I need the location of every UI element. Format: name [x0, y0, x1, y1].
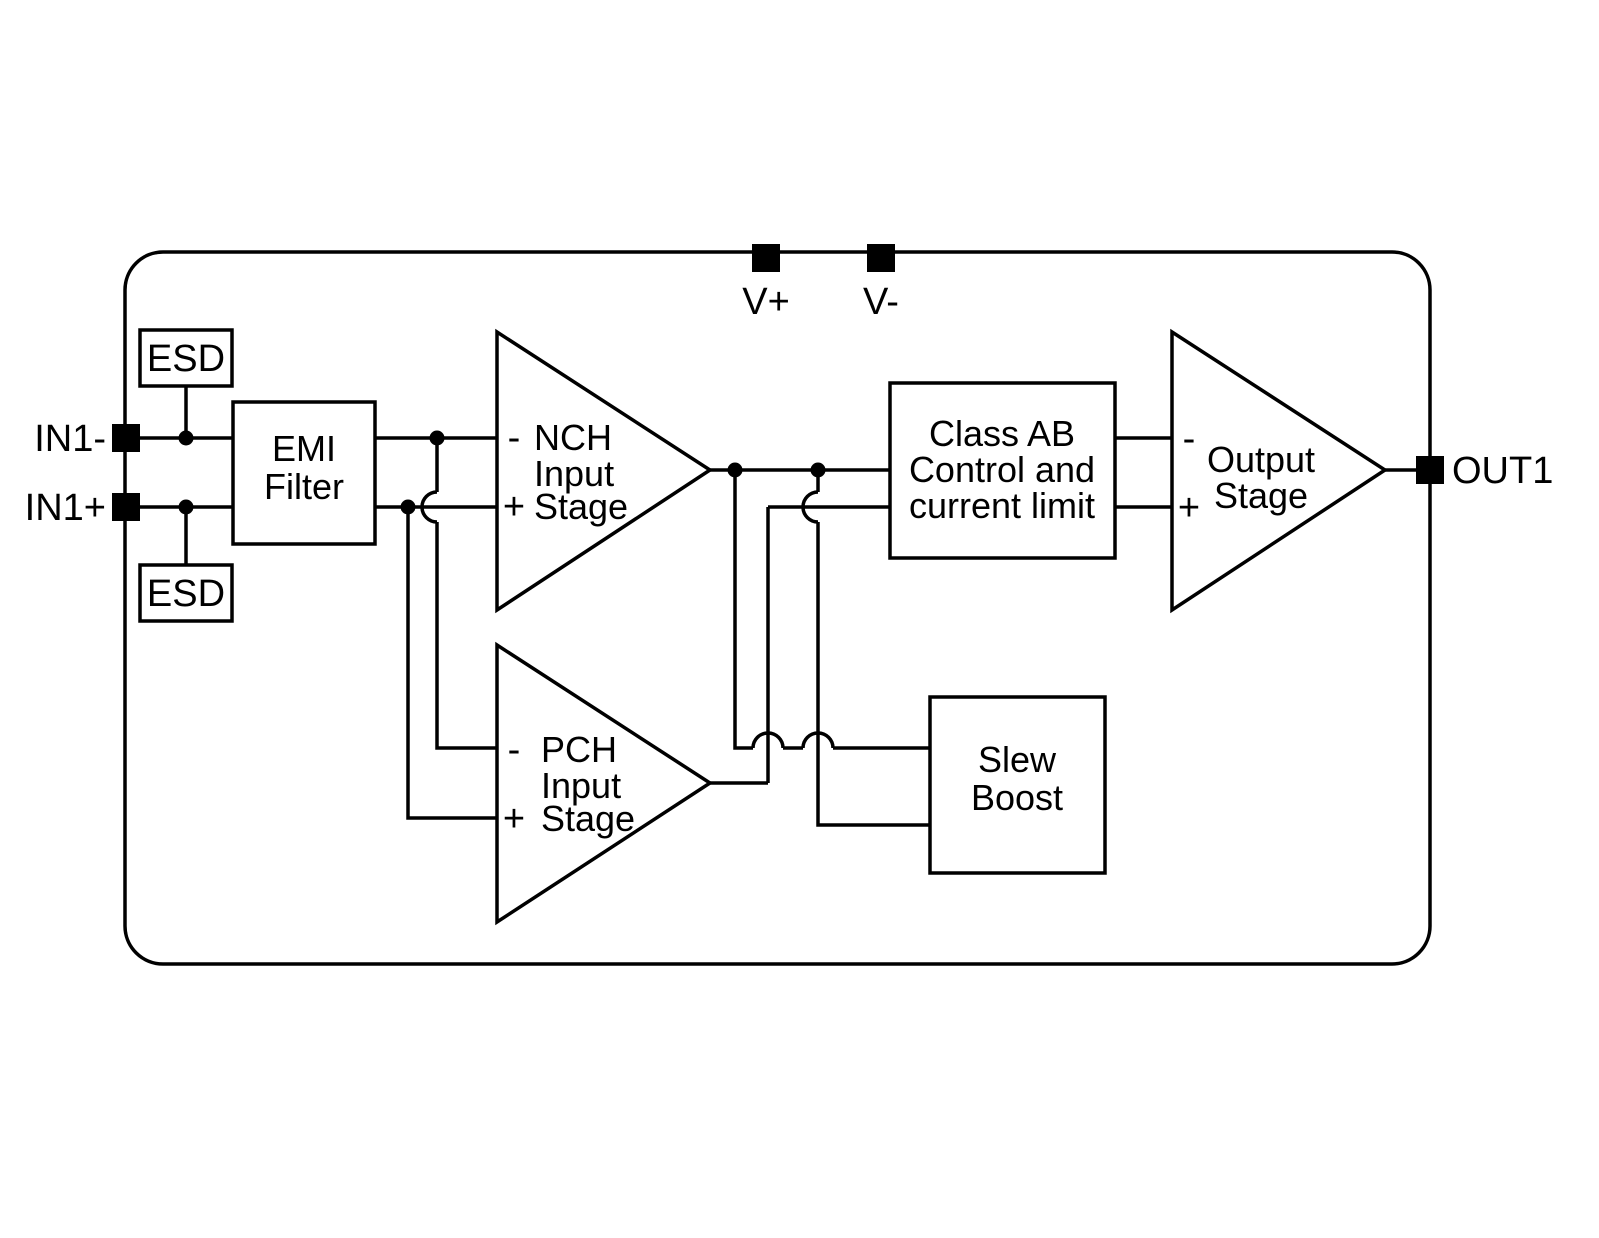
- wire-slew-tap-lower: [816, 522, 930, 827]
- pin-in1-plus-label: IN1+: [25, 487, 106, 529]
- class-ab-label-line3: current limit: [909, 485, 1095, 526]
- esd-bottom-box: [138, 563, 234, 623]
- slew-boost-label-line1: Slew: [978, 739, 1057, 780]
- emi-filter-box: [231, 400, 377, 546]
- wire-branch-pch-minus: [435, 522, 497, 750]
- output-stage-label-line2: Stage: [1214, 475, 1308, 516]
- slew-boost-box: [928, 695, 1107, 875]
- emi-filter-label-line1: EMI: [272, 428, 336, 469]
- output-stage-triangle: [1170, 328, 1389, 614]
- ic-boundary: [123, 250, 1432, 966]
- esd-bottom-label: ESD: [147, 573, 225, 615]
- esd-top-box: [138, 328, 234, 388]
- output-stage-plus-sign: +: [1178, 487, 1200, 529]
- wire-slew-tap-upper: [733, 470, 753, 750]
- pin-v-minus: [867, 244, 895, 272]
- esd-top-label: ESD: [147, 338, 225, 380]
- pin-v-plus: [752, 244, 780, 272]
- nch-label-name: NCH: [534, 417, 612, 458]
- pin-v-minus-label: V-: [863, 281, 899, 323]
- pch-label-stage: Stage: [541, 798, 635, 839]
- class-ab-label-line1: Class AB: [929, 413, 1075, 454]
- pch-label-name: PCH: [541, 729, 617, 770]
- junction-dot: [178, 430, 194, 446]
- emi-filter-label-line2: Filter: [264, 466, 344, 507]
- class-ab-label-line2: Control and: [909, 449, 1095, 490]
- nch-plus-sign: +: [503, 486, 525, 528]
- wire-branch-pch-plus: [406, 507, 497, 820]
- wire-hop: [751, 731, 785, 749]
- junction-dot: [727, 462, 743, 478]
- nch-input-stage-triangle: [495, 328, 714, 614]
- class-ab-box: [888, 381, 1117, 560]
- pch-minus-sign: -: [508, 729, 521, 771]
- junction-dot: [400, 499, 416, 515]
- pch-label-input: Input: [541, 765, 621, 806]
- output-stage-minus-sign: -: [1183, 418, 1196, 460]
- junction-dots: [178, 430, 826, 515]
- nch-label-stage: Stage: [534, 486, 628, 527]
- output-stage-label-line1: Output: [1207, 439, 1315, 480]
- nch-label-input: Input: [534, 453, 614, 494]
- nch-minus-sign: -: [508, 417, 521, 459]
- junction-dot: [429, 430, 445, 446]
- pin-v-plus-label: V+: [742, 281, 790, 323]
- pch-plus-sign: +: [503, 798, 525, 840]
- pin-out1: [1416, 456, 1444, 484]
- junction-dot: [810, 462, 826, 478]
- pin-out1-label: OUT1: [1452, 450, 1553, 492]
- pch-input-stage-triangle: [495, 641, 714, 926]
- wire-hop: [801, 490, 819, 524]
- pin-in1-minus: [112, 424, 140, 452]
- pin-in1-plus: [112, 493, 140, 521]
- pin-in1-minus-label: IN1-: [34, 418, 106, 460]
- wire-hop: [420, 490, 438, 524]
- junction-dot: [178, 499, 194, 515]
- slew-boost-label-line2: Boost: [971, 777, 1063, 818]
